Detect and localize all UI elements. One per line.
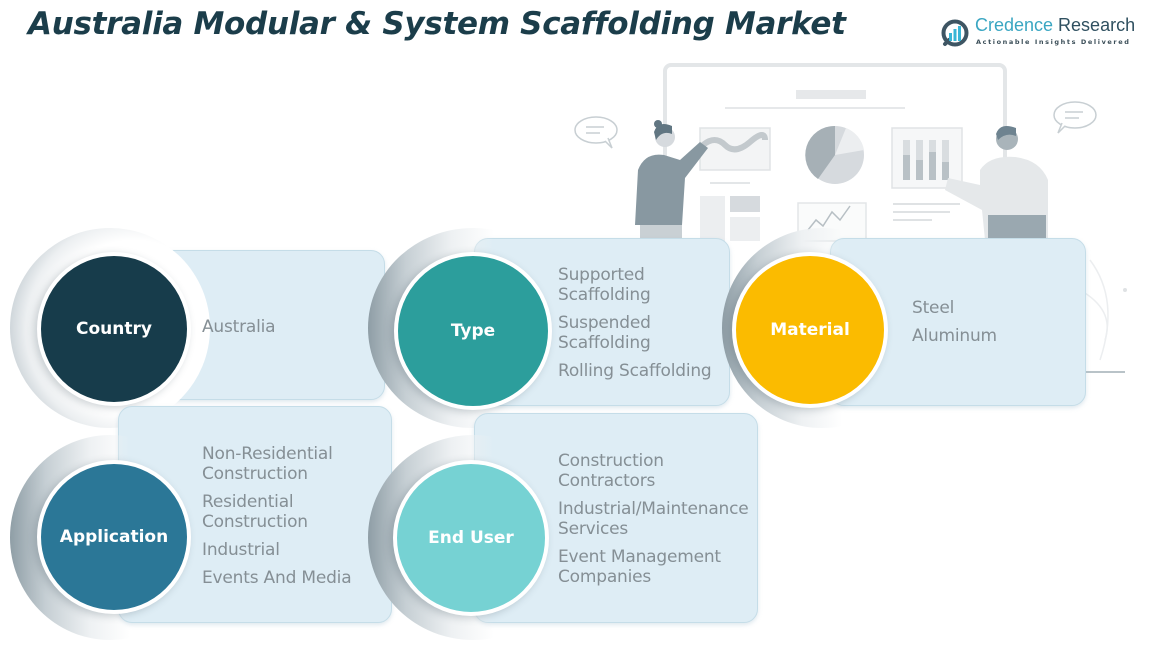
page-title: Australia Modular & System Scaffolding M… [28,6,846,42]
country-items: Australia [202,317,377,345]
presenter-man-icon [945,126,1048,240]
end-user-circle[interactable]: End User [393,460,549,616]
material-label: Material [770,320,850,340]
type-circle[interactable]: Type [394,252,552,410]
list-item: Australia [202,317,276,337]
credence-research-logo: Credence Research Actionable Insights De… [940,15,1140,52]
application-items: Non-Residential Construction Residential… [202,444,377,596]
material-circle[interactable]: Material [732,252,888,408]
leaf-decoration-icon [1079,259,1127,361]
bar-chart-magnifier-icon [941,19,969,47]
logo-name-research: Research [1053,15,1136,35]
list-item: Industrial/Maintenance Services [558,499,749,539]
list-item: Construction Contractors [558,451,664,491]
logo-name: Credence Research [975,15,1135,36]
list-item: Residential Construction [202,492,308,532]
application-circle[interactable]: Application [37,460,191,614]
list-item: Rolling Scaffolding [558,361,712,381]
list-item: Event Management Companies [558,547,721,587]
list-item: Suspended Scaffolding [558,313,651,353]
country-label: Country [76,319,152,339]
list-item: Aluminum [912,326,997,346]
end-user-label: End User [428,528,514,548]
logo-name-credence: Credence [975,15,1054,35]
end-user-items: Construction Contractors Industrial/Main… [558,451,758,595]
speech-bubble-icon [574,116,618,149]
material-items: Steel Aluminum [912,298,1072,354]
list-item: Non-Residential Construction [202,444,333,484]
area-chart-icon [699,127,771,184]
speech-bubble-icon [1053,101,1097,134]
logo-tagline: Actionable Insights Delivered [976,38,1131,46]
type-label: Type [450,321,496,341]
type-items: Supported Scaffolding Suspended Scaffold… [558,265,728,389]
pie-chart-icon [805,125,864,184]
list-item: Steel [912,298,955,318]
bar-chart-icon [891,127,963,221]
list-item: Events And Media [202,568,352,588]
application-label: Application [59,527,169,547]
country-circle[interactable]: Country [37,252,191,406]
list-item: Supported Scaffolding [558,265,651,305]
list-item: Industrial [202,540,280,560]
